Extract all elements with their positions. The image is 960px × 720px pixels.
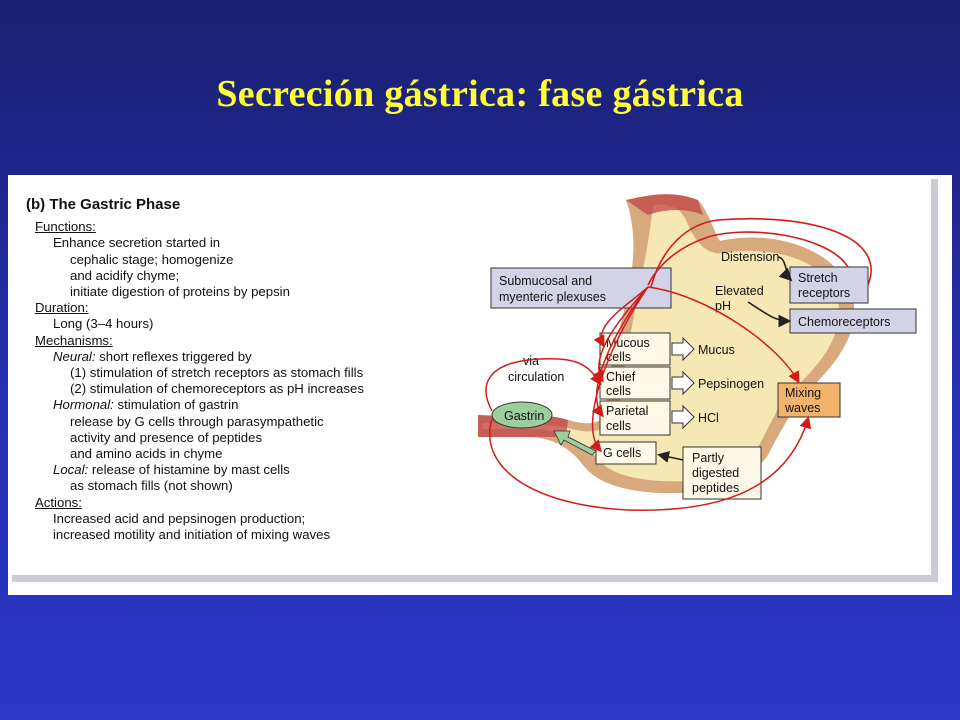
hormonal-text: stimulation of gastrin xyxy=(113,397,239,413)
mixing-waves-label: waves xyxy=(784,401,820,415)
peptides-arrow xyxy=(657,451,684,463)
g-cells-label: G cells xyxy=(603,446,641,460)
plexus-to-mixing-path xyxy=(647,286,800,384)
elevated-ph-label: Elevated xyxy=(715,284,764,298)
mucus-label: Mucus xyxy=(698,343,735,357)
mucous-cells-box xyxy=(599,332,671,366)
actions-line: Increased acid and pepsinogen production… xyxy=(53,510,306,526)
slide-title: Secreción gástrica: fase gástrica xyxy=(216,73,744,115)
esophagus-band xyxy=(626,194,703,215)
hcl-label: HCl xyxy=(698,411,719,425)
functions-line: cephalic stage; homogenize xyxy=(70,251,234,267)
hormonal-item: and amino acids in chyme xyxy=(70,446,223,462)
ph-arrow xyxy=(747,301,792,328)
hormonal-item: activity and presence of peptides xyxy=(70,429,263,445)
plexus-to-mucous-path xyxy=(593,286,649,348)
via-circulation-label: circulation xyxy=(508,370,564,384)
g-cells-box xyxy=(595,441,657,465)
mixing-waves-box xyxy=(777,382,841,418)
parietal-cells-label: Parietal xyxy=(606,404,648,418)
peptides-label: Partly xyxy=(692,451,725,465)
actions-heading: Actions: xyxy=(35,494,82,510)
stretch-receptors-label: Stretch xyxy=(798,271,838,285)
neural-item: (1) stimulation of stretch receptors as … xyxy=(70,365,364,381)
receptor-to-plexus-path xyxy=(647,231,849,286)
plexus-label: myenteric plexuses xyxy=(499,290,606,304)
hormonal-label: Hormonal: xyxy=(53,397,114,413)
chemoreceptors-box xyxy=(789,308,917,334)
chemoreceptors-label: Chemoreceptors xyxy=(798,315,890,329)
duration-line: Long (3–4 hours) xyxy=(53,316,154,332)
via-circulation-label: via xyxy=(523,354,539,368)
hormonal-line: Hormonal: stimulation of gastrin xyxy=(53,397,496,413)
parietal-cells-box xyxy=(599,400,671,436)
hormonal-item: release by G cells through parasympathet… xyxy=(70,413,324,429)
mucous-cells-label: cells xyxy=(606,350,631,364)
pepsinogen-label: Pepsinogen xyxy=(698,377,764,391)
functions-line: and acidify chyme; xyxy=(70,267,180,283)
peptides-label: digested xyxy=(692,466,739,480)
figure-panel: (b) The Gastric Phase Functions: Enhance… xyxy=(8,175,952,595)
duration-heading: Duration: xyxy=(35,300,89,316)
gastrin-oval xyxy=(491,401,553,429)
gastrin-label: Gastrin xyxy=(504,409,544,423)
hcl-arrow xyxy=(671,404,695,430)
mucus-arrow xyxy=(671,336,695,362)
chief-cells-label: Chief xyxy=(606,370,636,384)
functions-line: initiate digestion of proteins by pepsin xyxy=(70,284,290,300)
stretch-receptors-label: receptors xyxy=(798,286,850,300)
plexus-to-chief-path xyxy=(592,286,649,383)
mechanisms-heading: Mechanisms: xyxy=(35,332,113,348)
peptides-label: peptides xyxy=(692,481,739,495)
pepsinogen-arrow xyxy=(671,370,695,396)
gastrin-circulation-path xyxy=(485,357,602,412)
mixing-waves-label: Mixing xyxy=(785,386,821,400)
local-label: Local: xyxy=(53,462,89,478)
chief-cells-box xyxy=(599,366,671,400)
distension-arrow xyxy=(777,256,793,282)
plexus-box xyxy=(490,267,672,309)
parietal-cells-label: cells xyxy=(606,419,631,433)
elevated-ph-label: pH xyxy=(715,299,731,313)
local-item: as stomach fills (not shown) xyxy=(70,478,233,494)
panel-title: (b) The Gastric Phase xyxy=(26,196,181,213)
distension-label: Distension xyxy=(721,250,779,264)
text-column: (b) The Gastric Phase Functions: Enhance… xyxy=(26,196,496,543)
chemo-to-plexus-path xyxy=(650,217,872,288)
neural-label: Neural: xyxy=(53,348,96,364)
neural-text: short reflexes triggered by xyxy=(95,348,252,364)
actions-line: increased motility and initiation of mix… xyxy=(53,527,331,543)
local-text: release of histamine by mast cells xyxy=(88,462,290,478)
functions-line: Enhance secretion started in xyxy=(53,235,221,251)
chief-cells-label: cells xyxy=(606,384,631,398)
functions-heading: Functions: xyxy=(35,219,96,235)
gastrin-circulation-path-2 xyxy=(489,416,812,511)
neural-item: (2) stimulation of chemoreceptors as pH … xyxy=(70,381,364,397)
plexus-to-parietal-path xyxy=(591,286,649,418)
neural-line: Neural: short reflexes triggered by xyxy=(53,349,496,365)
stomach-diagram: Submucosal and myenteric plexuses Disten… xyxy=(478,194,917,511)
plexus-label: Submucosal and xyxy=(499,274,592,288)
local-line: Local: release of histamine by mast cell… xyxy=(53,462,496,478)
gastrin-release-arrow xyxy=(553,430,597,456)
stretch-receptors-box xyxy=(789,266,869,304)
